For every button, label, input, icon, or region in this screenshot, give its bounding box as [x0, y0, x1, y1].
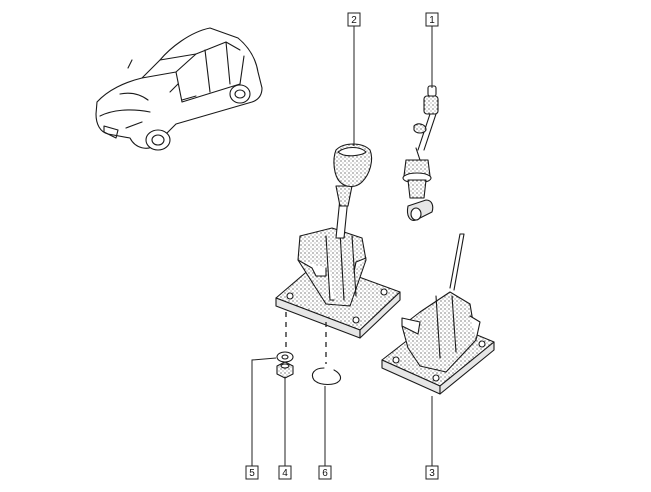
circlip-icon [311, 367, 342, 386]
callout-2: 2 [347, 12, 361, 27]
callout-5: 5 [245, 465, 259, 480]
callout-label-1: 1 [429, 15, 435, 26]
gear-cable-icon [402, 85, 439, 221]
callout-label-3: 3 [429, 468, 435, 479]
callout-label-2: 2 [351, 15, 357, 26]
lever-base-icon [381, 233, 495, 395]
washer-icon [276, 351, 294, 363]
callout-6: 6 [318, 465, 332, 480]
nut-icon [276, 361, 294, 379]
callout-4: 4 [278, 465, 292, 480]
gear-lever-icon [275, 143, 401, 339]
callout-label-4: 4 [282, 468, 288, 479]
callout-1: 1 [425, 12, 439, 27]
leader-line-5 [251, 357, 277, 466]
callout-label-6: 6 [322, 468, 328, 479]
callout-3: 3 [425, 465, 439, 480]
car-icon [95, 27, 263, 151]
callout-label-5: 5 [249, 468, 255, 479]
